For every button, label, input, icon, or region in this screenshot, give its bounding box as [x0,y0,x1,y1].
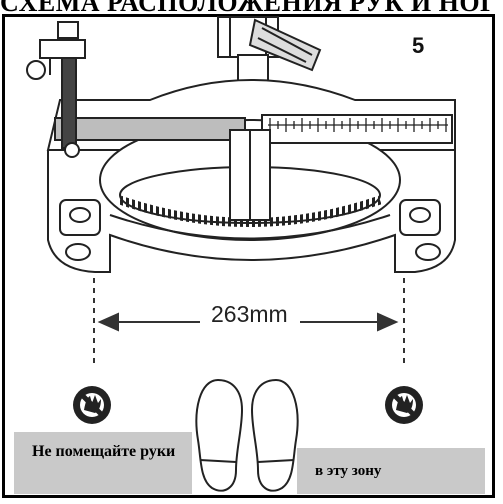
dimension-lines [93,278,405,368]
work-clamp [26,21,86,158]
figure-number: 5 [412,33,425,58]
no-hands-icon-right [385,386,423,424]
saw-base [46,79,456,273]
page-title: СХЕМА РАСПОЛОЖЕНИЯ РУК И НОГ [0,0,503,12]
dimension-label: 263mm [205,301,294,328]
caption-left: Не помещайте руки [14,432,192,494]
caption-right-text: в эту зону [315,463,382,479]
caption-right: в эту зону [297,448,485,494]
miter-scale [268,118,448,132]
no-hands-icon-left [73,386,111,424]
caption-left-text: Не помещайте руки [32,443,176,460]
footprints-icon [195,378,299,492]
saw-head [217,16,322,96]
